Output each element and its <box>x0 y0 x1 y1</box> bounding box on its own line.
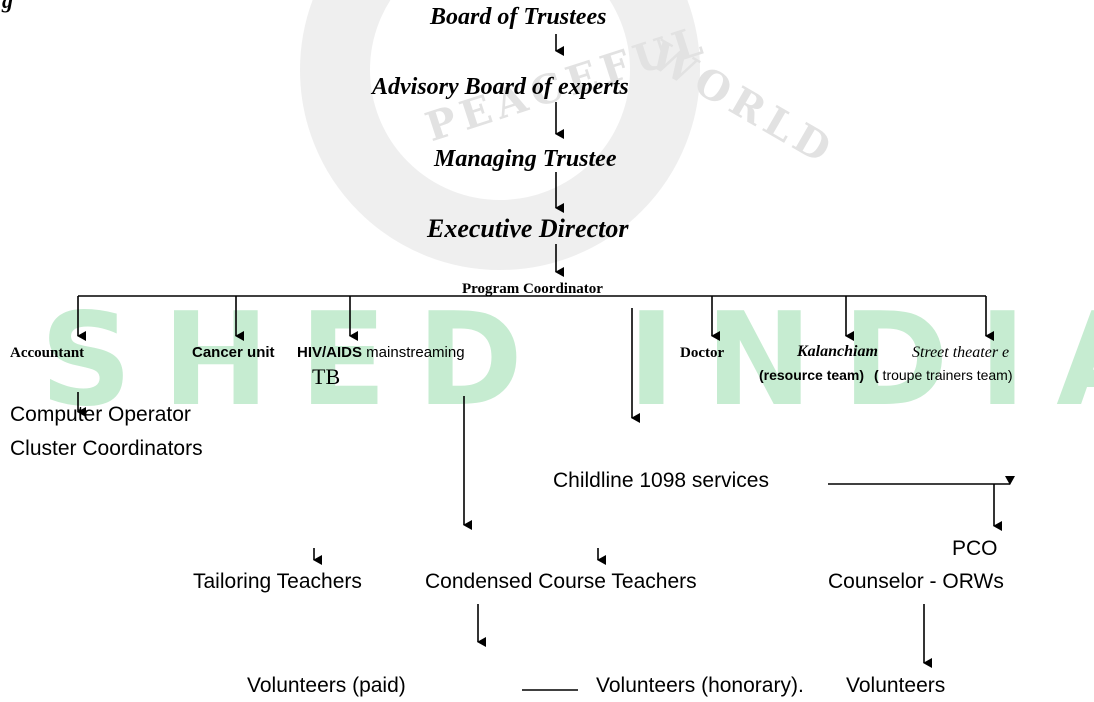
heading-fragment: g <box>2 0 13 13</box>
condensed-course-teachers: Condensed Course Teachers <box>425 570 697 593</box>
pco: PCO <box>952 537 998 560</box>
watermark-shed-india: SHED INDIA <box>40 286 1094 435</box>
troupe-label: troupe trainers team) <box>878 367 1013 383</box>
tb: TB <box>312 364 341 389</box>
troupe-trainers-team: ( troupe trainers team) <box>874 367 1013 385</box>
board-of-trustees: Board of Trustees <box>430 4 607 30</box>
cluster-coordinators: Cluster Coordinators <box>10 437 203 460</box>
mainstreaming-label: mainstreaming <box>362 344 465 361</box>
executive-director: Executive Director <box>427 214 629 243</box>
cancer-unit: Cancer unit <box>192 344 275 361</box>
tailoring-teachers: Tailoring Teachers <box>193 570 362 593</box>
troupe-open-paren: ( <box>874 367 879 383</box>
managing-trustee: Managing Trustee <box>434 146 617 172</box>
advisory-board: Advisory Board of experts <box>372 74 629 100</box>
volunteers: Volunteers <box>846 674 946 697</box>
volunteers-honorary: Volunteers (honorary). <box>596 674 804 697</box>
hiv-aids-mainstreaming: HIV/AIDS mainstreaming <box>297 344 465 362</box>
counselor-orws: Counselor - ORWs <box>828 570 1004 593</box>
accountant: Accountant <box>10 345 85 361</box>
resource-team: (resource team) <box>759 367 865 383</box>
kalanchiam: Kalanchiam <box>797 343 878 360</box>
program-coordinator: Program Coordinator <box>462 281 603 297</box>
volunteers-paid: Volunteers (paid) <box>247 674 406 697</box>
hiv-aids-label: HIV/AIDS <box>297 344 363 361</box>
computer-operator: Computer Operator <box>10 403 191 426</box>
doctor: Doctor <box>680 345 725 361</box>
childline-1098-services: Childline 1098 services <box>553 469 769 492</box>
street-theater: Street theater e <box>912 344 1010 361</box>
